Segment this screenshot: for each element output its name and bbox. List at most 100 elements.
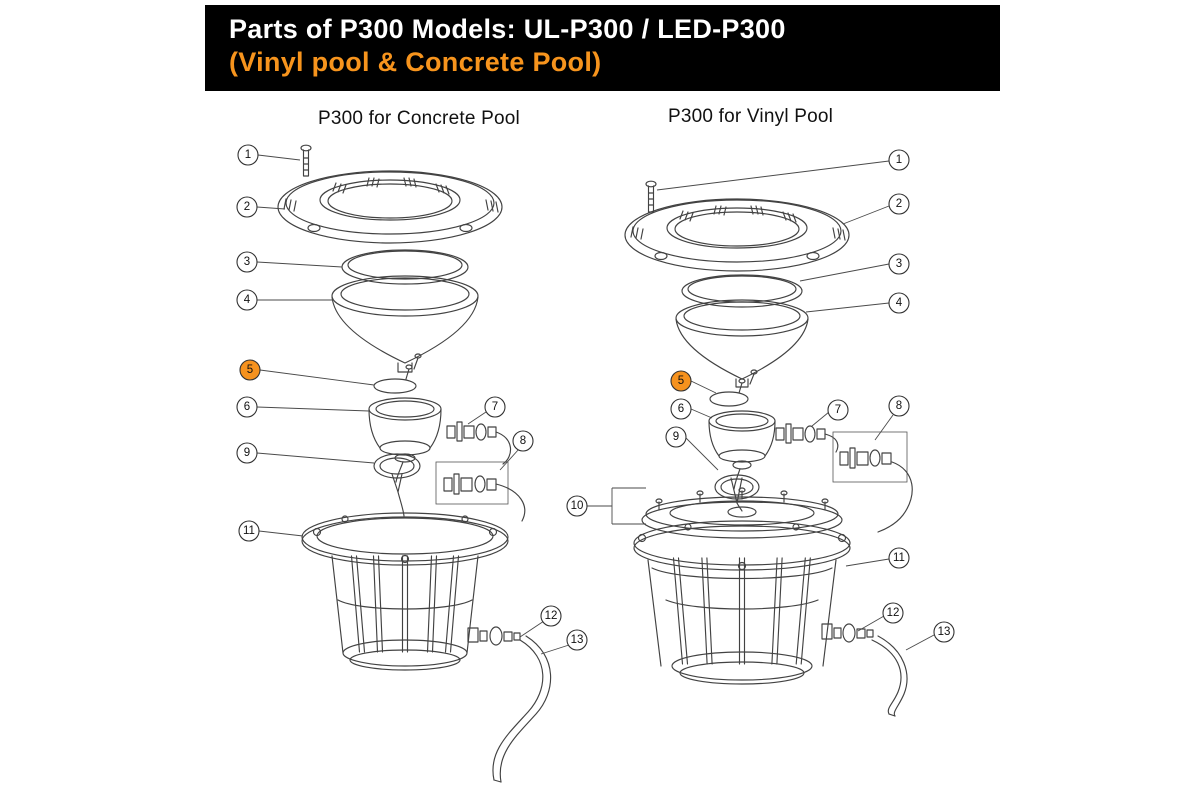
right-part-niche-bucket: [633, 520, 851, 685]
callout-circle: [239, 359, 261, 381]
right-callout-1: 1: [888, 149, 910, 171]
left-callout-1: 1: [237, 144, 259, 166]
right-callout-7: 7: [827, 399, 849, 421]
callout-number: 6: [244, 401, 250, 413]
left-diagram-title: P300 for Concrete Pool: [318, 108, 520, 129]
callout-number: 9: [673, 431, 679, 443]
callout-number: 6: [678, 403, 684, 415]
right-callout-12: 12: [882, 602, 904, 624]
callout-number: 9: [244, 447, 250, 459]
left-callout-3: 3: [236, 251, 258, 273]
left-part-junction-assembly: [435, 461, 526, 522]
callout-circle: [512, 430, 534, 452]
right-callout-8: 8: [888, 395, 910, 417]
right-callout-5-highlighted: 5: [670, 370, 692, 392]
callout-number: 11: [893, 552, 905, 564]
left-callout-4: 4: [236, 289, 258, 311]
callout-circle: [236, 196, 258, 218]
callout-circle: [540, 605, 562, 627]
left-callout-11: 11: [238, 520, 260, 542]
callout-circle: [236, 442, 258, 464]
callout-circle: [888, 395, 910, 417]
right-part-lid: [641, 487, 843, 539]
callout-circle: [888, 193, 910, 215]
callout-circle: [236, 396, 258, 418]
callout-number: 3: [896, 258, 902, 270]
callout-number: 13: [938, 626, 951, 638]
right-leader-lines: [587, 160, 935, 651]
left-diagram: 1 2 3 4 5 6 7: [236, 144, 588, 783]
callout-circle: [888, 149, 910, 171]
left-part-face-ring: [277, 170, 503, 244]
callout-circle: [484, 396, 506, 418]
page-title-line1: Parts of P300 Models: UL-P300 / LED-P300: [229, 14, 786, 44]
callout-circle: [882, 602, 904, 624]
callout-circle: [670, 370, 692, 392]
left-callout-8: 8: [512, 430, 534, 452]
left-part-retainer-clip: [373, 364, 417, 394]
left-callout-5-highlighted: 5: [239, 359, 261, 381]
right-callout-4: 4: [888, 292, 910, 314]
callout-number: 1: [245, 149, 251, 161]
right-part-screw: [645, 180, 657, 213]
callout-number: 10: [571, 500, 584, 512]
callout-number: 12: [545, 610, 558, 622]
right-part-lens-dome: [675, 299, 809, 388]
callout-circle: [238, 520, 260, 542]
left-part-clamp-ring: [341, 249, 469, 285]
callout-circle: [665, 426, 687, 448]
callout-number: 4: [896, 297, 903, 309]
left-part-lens-dome: [331, 275, 479, 373]
callout-circle: [888, 547, 910, 569]
left-callout-7: 7: [484, 396, 506, 418]
right-callout-2: 2: [888, 193, 910, 215]
callout-number: 1: [896, 154, 902, 166]
right-part-cable-gland: [821, 623, 874, 643]
right-callout-13: 13: [933, 621, 955, 643]
callout-circle: [236, 251, 258, 273]
right-part-cable: [871, 635, 908, 717]
callout-number: 2: [896, 198, 902, 210]
right-callout-9: 9: [665, 426, 687, 448]
callout-number: 7: [492, 401, 498, 413]
left-part-niche-bucket: [301, 512, 509, 671]
callout-number: 7: [835, 404, 841, 416]
left-part-lamp-cup: [368, 397, 442, 483]
callout-circle: [566, 495, 588, 517]
right-part-oring: [714, 474, 760, 512]
callout-circle: [237, 144, 259, 166]
left-callout-2: 2: [236, 196, 258, 218]
callout-circle: [888, 292, 910, 314]
callout-number: 8: [896, 400, 902, 412]
left-callout-12: 12: [540, 605, 562, 627]
right-callout-10: 10: [566, 495, 588, 517]
right-callout-6: 6: [670, 398, 692, 420]
left-part-cable-gland: [467, 626, 521, 646]
right-callout-11: 11: [888, 547, 910, 569]
right-part-junction-assembly: [832, 431, 913, 533]
page-title-line2: (Vinyl pool & Concrete Pool): [229, 47, 602, 77]
right-part-lamp-cup: [708, 410, 776, 490]
callout-number: 8: [520, 435, 526, 447]
left-callout-13: 13: [566, 629, 588, 651]
callout-number: 12: [887, 607, 900, 619]
right-part-retainer-clip: [709, 378, 749, 407]
callout-number: 11: [243, 525, 255, 537]
callout-number: 4: [244, 294, 251, 306]
right-diagram-title: P300 for Vinyl Pool: [668, 106, 834, 127]
title-bar: Parts of P300 Models: UL-P300 / LED-P300…: [205, 5, 1000, 91]
callout-number: 5: [678, 375, 684, 387]
callout-circle: [670, 398, 692, 420]
callout-circle: [566, 629, 588, 651]
left-callout-6: 6: [236, 396, 258, 418]
left-part-cable: [492, 635, 552, 783]
left-part-screw: [300, 144, 312, 177]
left-leader-lines: [256, 154, 570, 655]
left-part-conduit-fitting: [446, 421, 511, 465]
right-diagram: 1 2 3 4 5 6 7: [566, 149, 955, 717]
callout-number: 13: [571, 634, 584, 646]
callout-circle: [827, 399, 849, 421]
left-callout-9: 9: [236, 442, 258, 464]
